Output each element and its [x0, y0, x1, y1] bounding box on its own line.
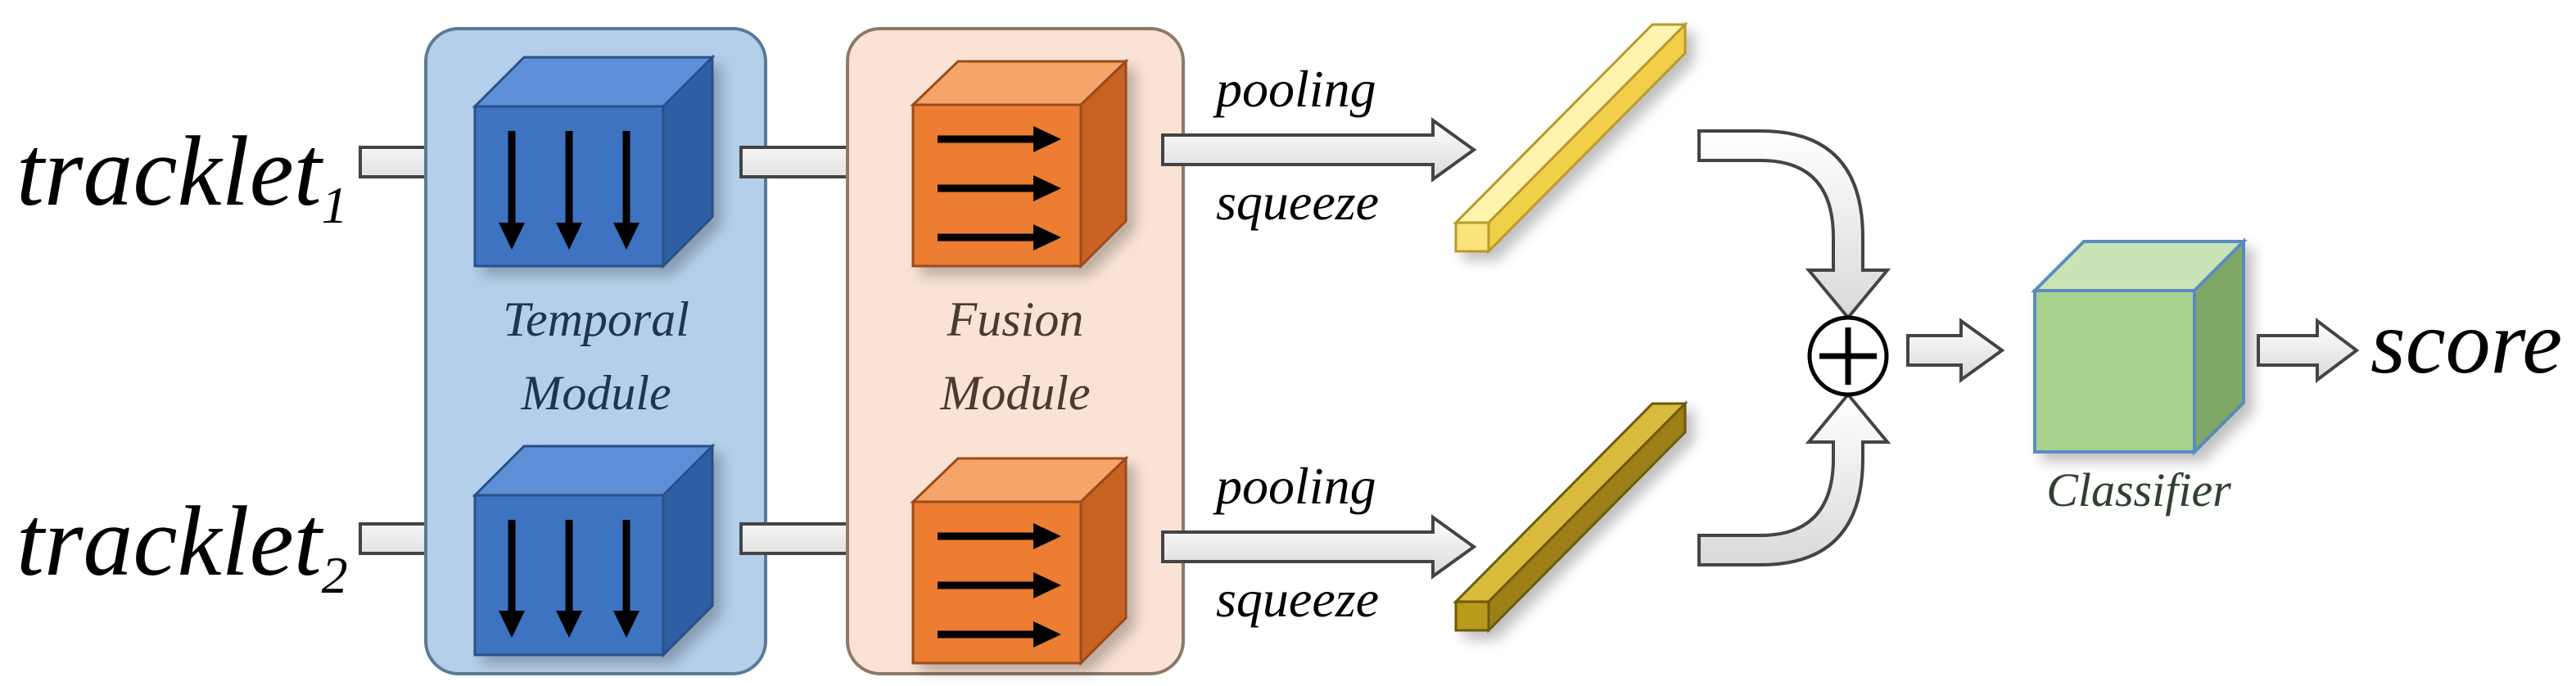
pooling-label-bottom: pooling [1213, 457, 1376, 515]
fusion-cube-bottom [910, 455, 1129, 666]
cube-with-down-arrows-icon [499, 131, 639, 250]
arrow-pooling-squeeze-bottom [1161, 514, 1477, 580]
pooling-label-top: pooling [1213, 60, 1376, 118]
feature-vector-top [1453, 21, 1688, 255]
input-label-2-subscript: 2 [322, 546, 348, 604]
fusion-module-label-line1: Fusion [947, 292, 1084, 346]
temporal-module-label-line1: Temporal [503, 292, 689, 346]
squeeze-label-bottom: squeeze [1216, 570, 1379, 628]
cube-with-right-arrows-icon [938, 523, 1061, 648]
arrow-sum-to-classifier [1906, 318, 2005, 383]
input-label-2: tracklet2 [16, 486, 348, 604]
svg-text:tracklet2: tracklet2 [16, 486, 348, 604]
temporal-cube-top [472, 54, 716, 269]
fusion-cube-top [910, 58, 1129, 269]
input-label-1: tracklet1 [16, 116, 348, 234]
svg-text:tracklet1: tracklet1 [16, 116, 348, 234]
circle-plus-icon [1807, 315, 1889, 397]
curved-arrow-bottom-to-sum [1697, 391, 1891, 566]
input-label-2-text: tracklet [16, 486, 324, 597]
curved-arrow-top-to-sum [1697, 129, 1891, 321]
arrow-pooling-squeeze-top [1161, 117, 1477, 183]
fusion-module-label-line2: Module [939, 366, 1090, 420]
input-label-1-text: tracklet [16, 116, 324, 227]
classifier-cube [2031, 237, 2248, 456]
output-score-label: score [2370, 292, 2562, 392]
cube-with-right-arrows-icon [938, 126, 1061, 250]
temporal-cube-bottom [472, 443, 716, 658]
temporal-module-label-line2: Module [520, 366, 671, 420]
input-label-1-subscript: 1 [322, 176, 348, 234]
arrow-classifier-to-score [2257, 318, 2360, 383]
cube-with-down-arrows-icon [499, 520, 639, 638]
feature-vector-bottom [1453, 400, 1688, 634]
squeeze-label-top: squeeze [1216, 173, 1379, 231]
classifier-label: Classifier [2046, 463, 2231, 517]
